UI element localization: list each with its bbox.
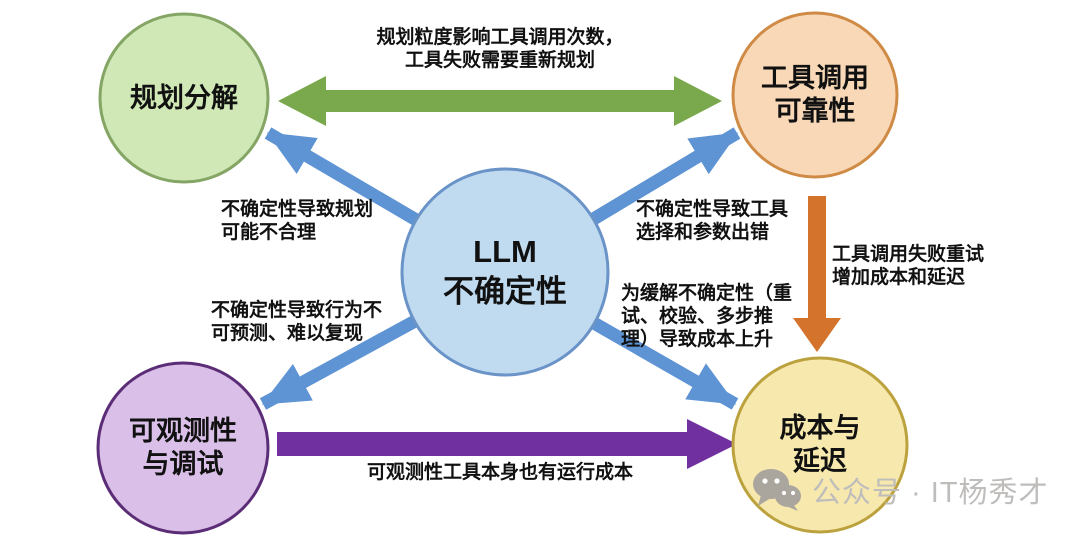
annotation-uncertainty-tool: 不确定性导致工具 选择和参数出错 (636, 199, 789, 244)
node-circle-planning (98, 12, 270, 184)
annotation-observability-cost: 可观测性工具本身也有运行成本 (367, 462, 634, 483)
node-circle-llm (400, 167, 610, 377)
annotation-uncertainty-behavior: 不确定性导致行为不 可预测、难以复现 (211, 300, 383, 345)
watermark: 公众号 · IT杨秀才 (752, 468, 1049, 512)
purple-arrow (277, 419, 737, 469)
node-circle-observability (96, 361, 270, 535)
orange-arrow (793, 196, 841, 352)
annotation-retry-cost: 工具调用失败重试 增加成本和延迟 (832, 244, 985, 289)
annotation-mitigation-cost: 为缓解不确定性（重 试、校验、多步推 理）导致成本上升 (621, 283, 793, 351)
annotation-uncertainty-planning: 不确定性导致规划 可能不合理 (221, 199, 374, 244)
green-double-arrow (278, 76, 722, 126)
wechat-icon (753, 469, 801, 511)
node-circle-tool-reliability (731, 11, 899, 179)
watermark-text: 公众号 · IT杨秀才 (812, 477, 1049, 509)
annotation-planning-tool-link: 规划粒度影响工具调用次数， 工具失败需要重新规划 (376, 27, 624, 72)
